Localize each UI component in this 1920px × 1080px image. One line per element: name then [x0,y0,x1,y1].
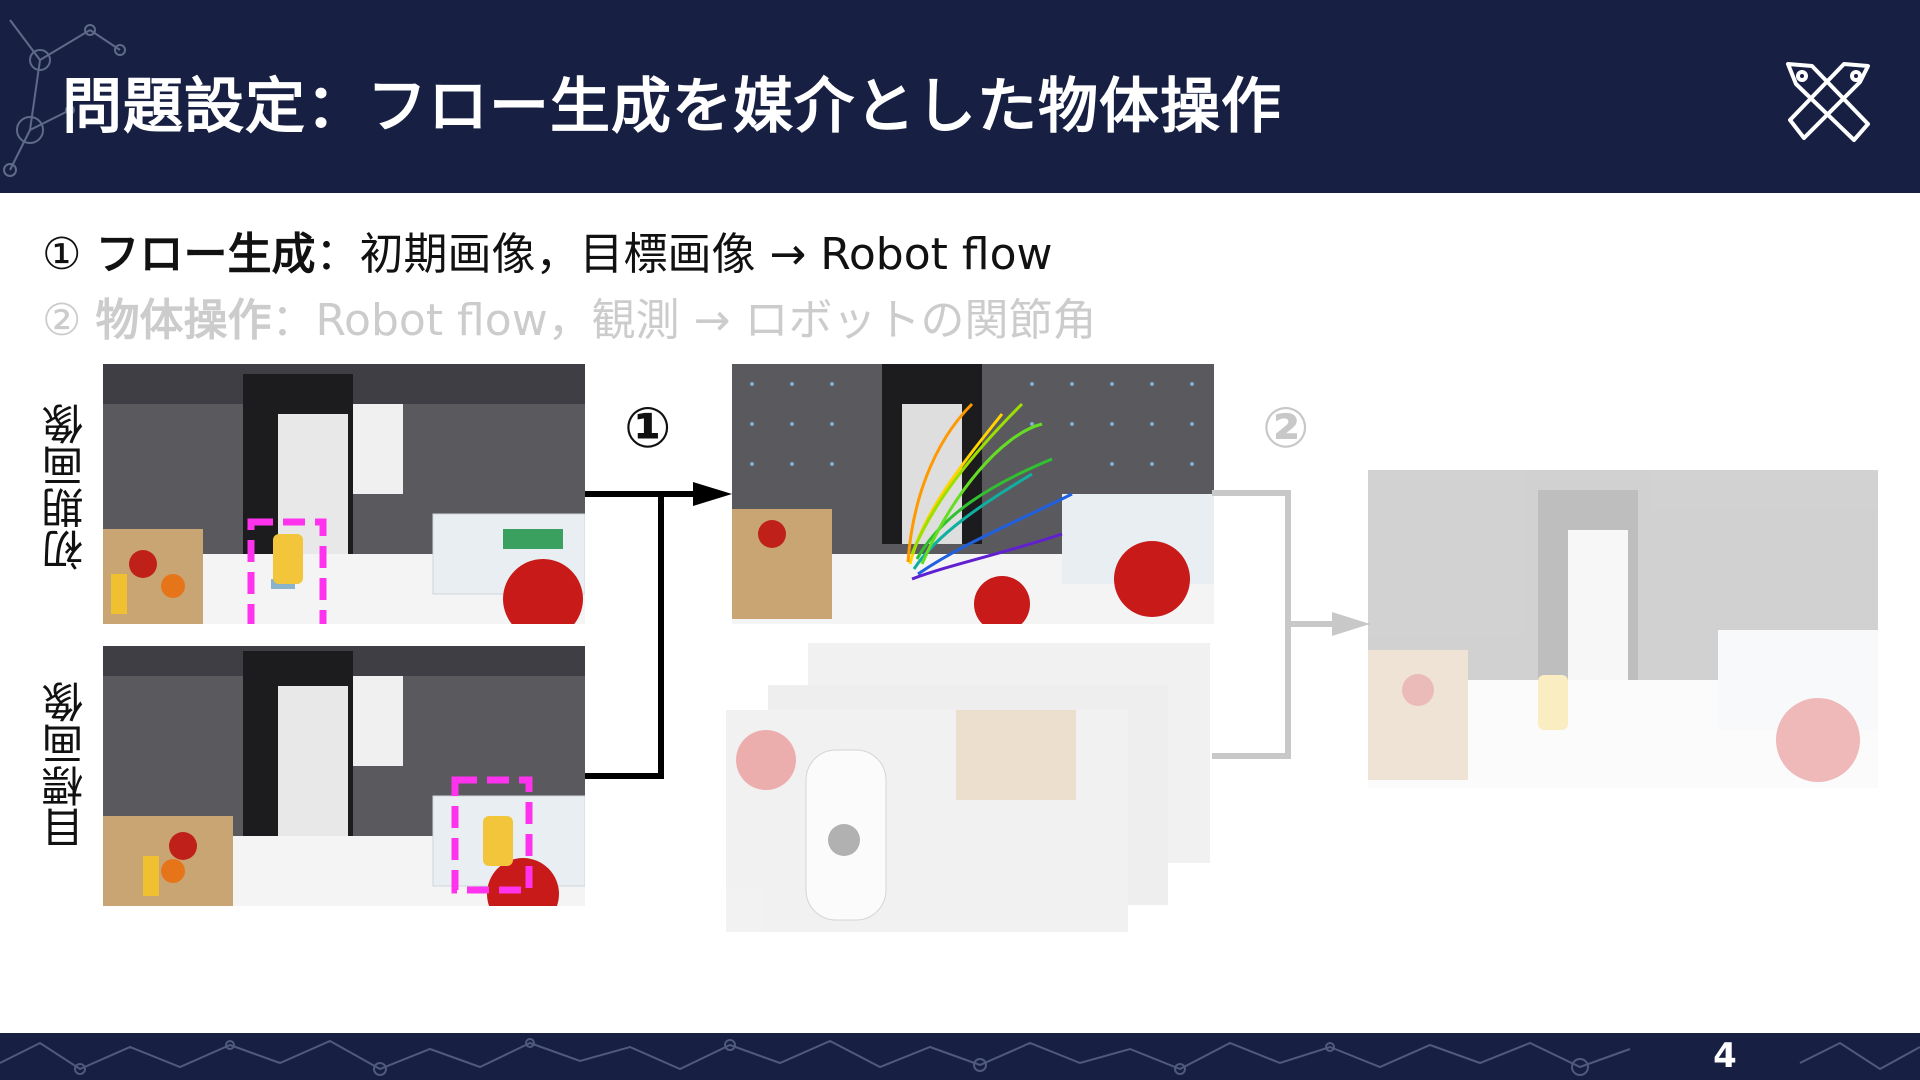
robot-flow-image [732,364,1214,624]
crossed-tools-logo-icon [1786,62,1870,142]
step-2-number: ② [42,295,82,346]
page-number: 4 [1713,1036,1737,1076]
step-2-marker: ② [1262,396,1310,461]
step-1-text: ① フロー生成：初期画像，目標画像 → Robot flow [42,218,1053,282]
step-1-description: ：初期画像，目標画像 → Robot flow [315,229,1053,280]
step-1-title: フロー生成 [95,229,316,280]
goal-image-label: 目標画像 [41,681,90,849]
step-1-number: ① [42,229,82,280]
step-2-title: 物体操作 [95,295,272,346]
initial-image-label: 初期画像 [41,403,90,571]
network-pattern-icon [0,1038,1920,1076]
initial-image [103,364,585,624]
step-2-text: ② 物体操作：Robot flow，観測 → ロボットの関節角 [42,284,1097,348]
network-pattern-icon [3,19,126,177]
header-bar: 問題設定：フロー生成を媒介とした物体操作 [0,0,1920,193]
page-title: 問題設定：フロー生成を媒介とした物体操作 [62,72,1282,142]
step-2-connector [1212,490,1370,759]
footer-bar [0,1033,1920,1080]
step-1-marker: ① [624,396,672,461]
step-2-description: ：Robot flow，観測 → ロボットの関節角 [271,295,1097,346]
goal-image [103,646,585,906]
observation-image-stack [726,643,1210,932]
step-1-connector [585,482,732,779]
joint-angle-result-image [1368,470,1878,788]
